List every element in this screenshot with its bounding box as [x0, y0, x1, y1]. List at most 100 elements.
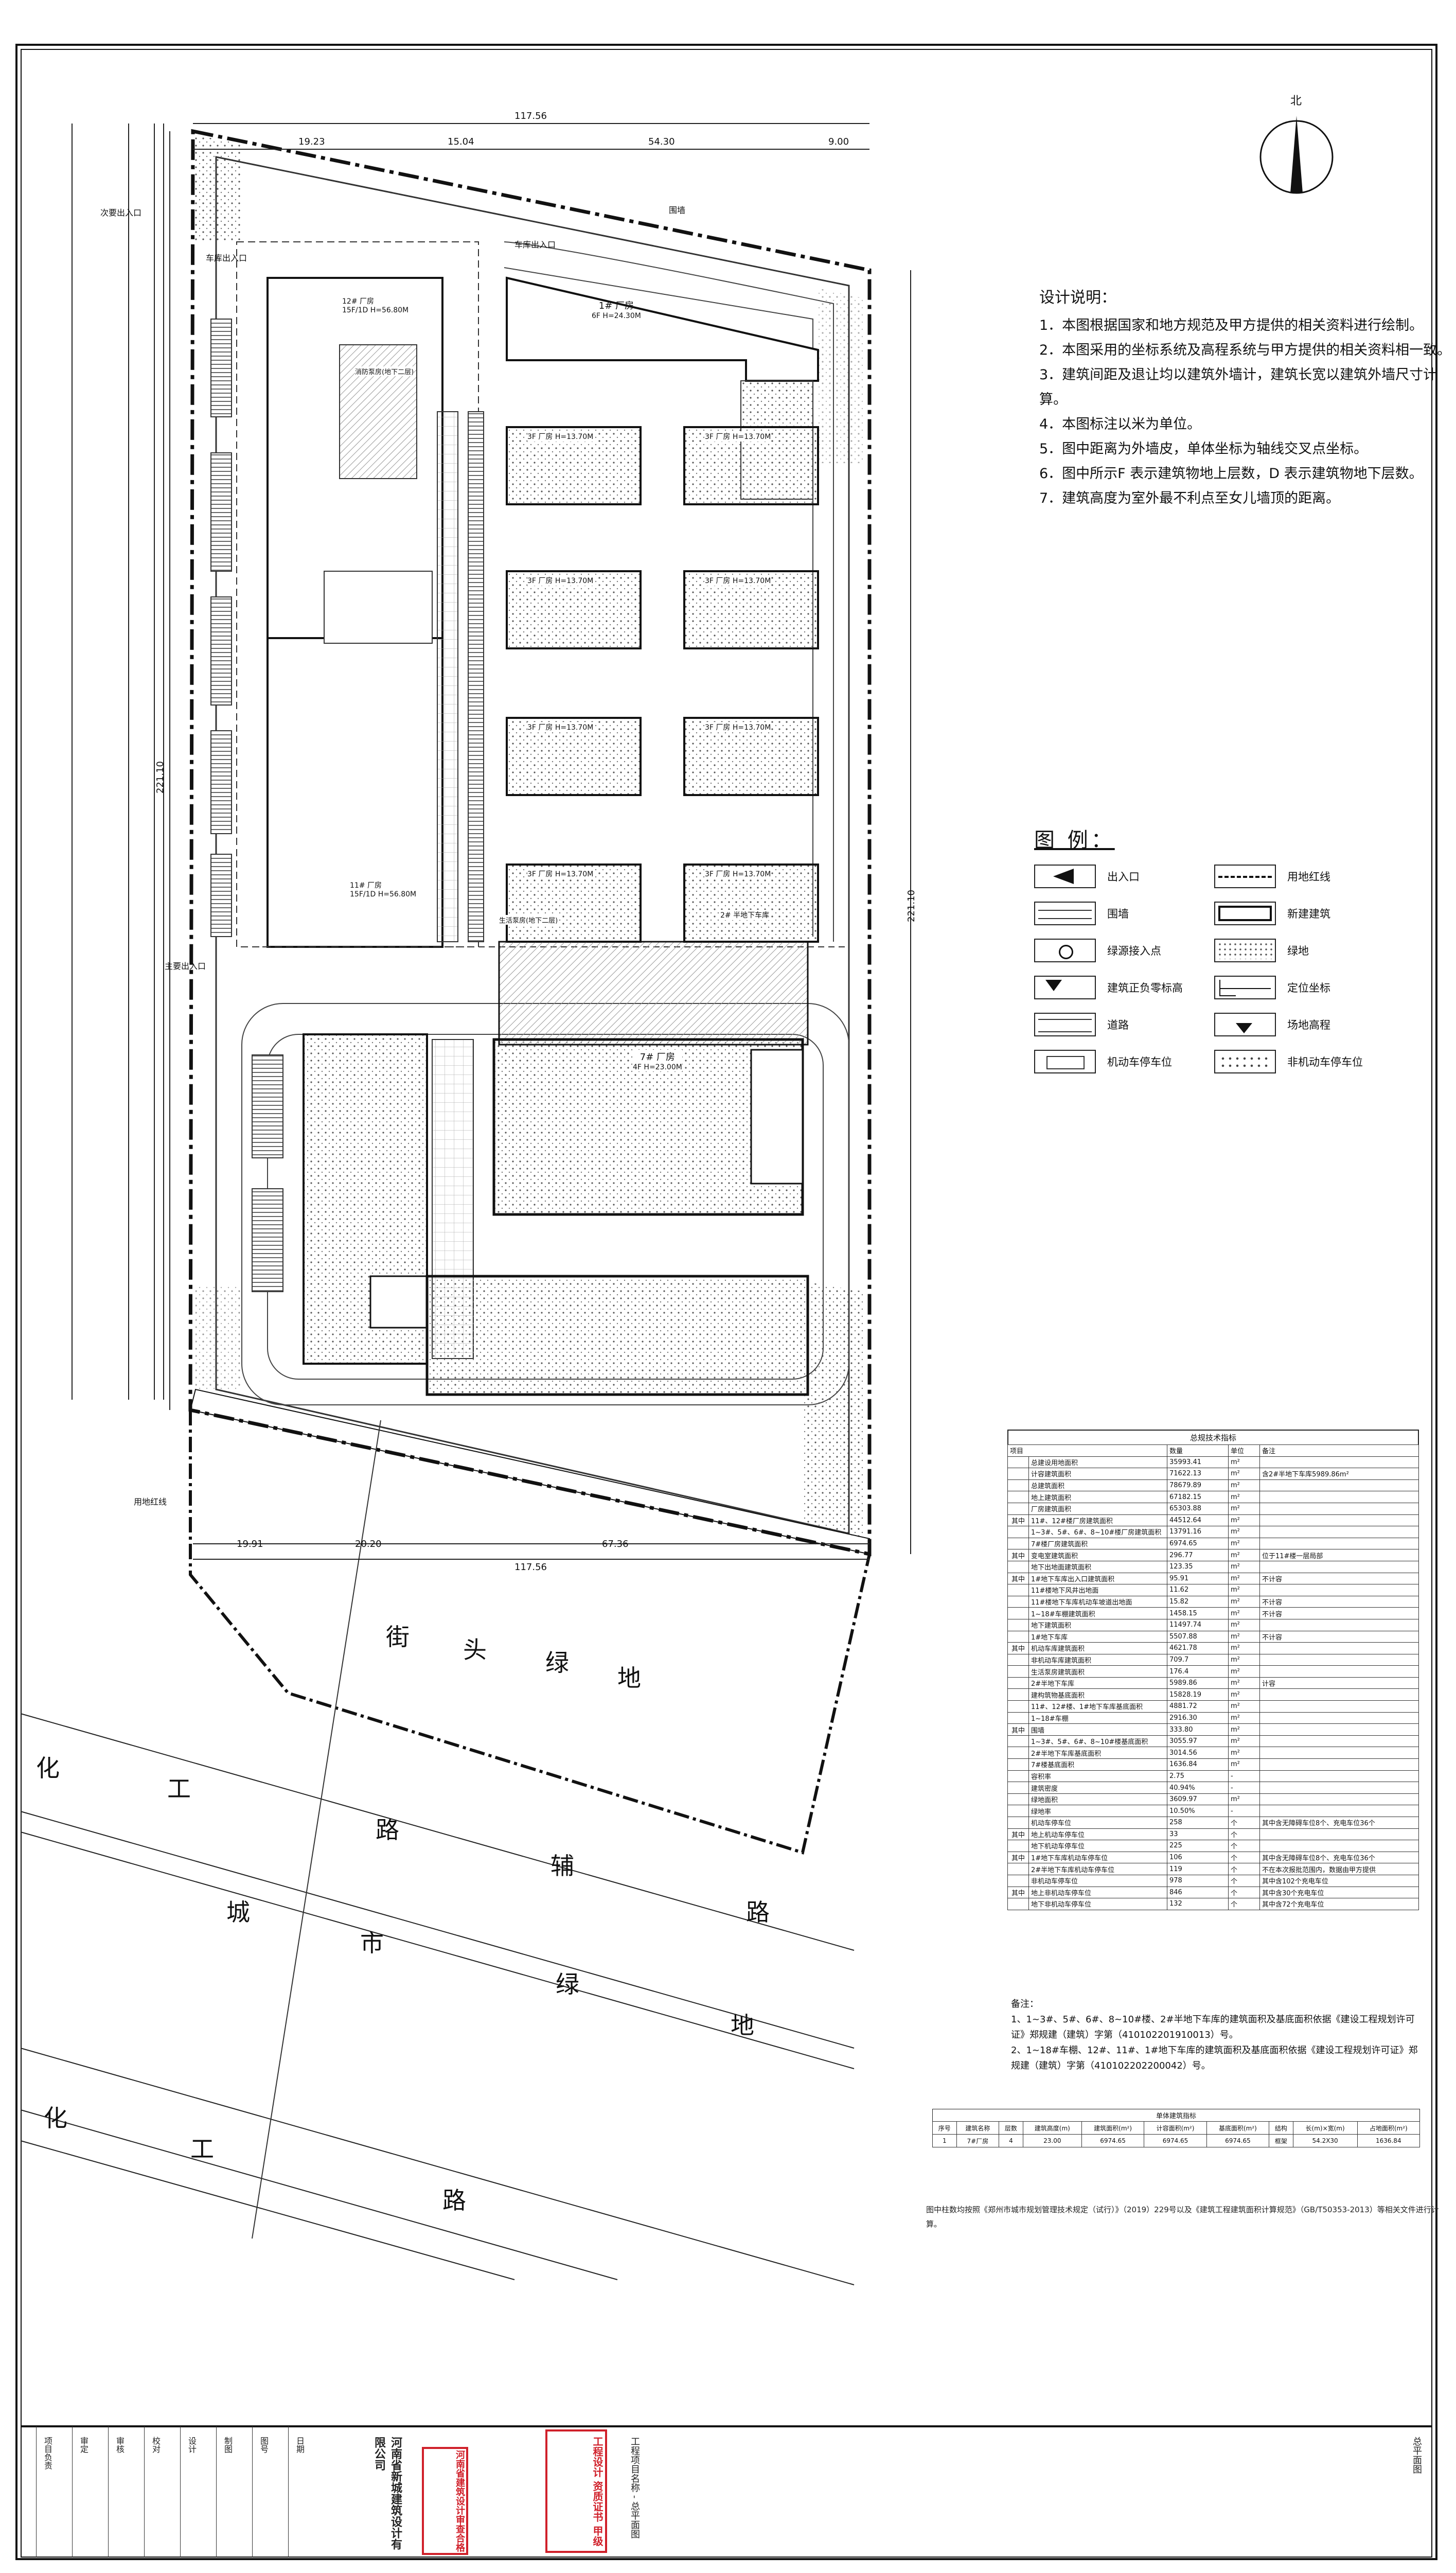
stats-cell-g: [1007, 1874, 1029, 1887]
stats-cell-value: 67182.15: [1167, 1491, 1229, 1503]
stats-cell-g: [1007, 1700, 1029, 1713]
stats-cell-g: [1007, 1491, 1029, 1503]
single-header-cell: 建筑面积(m²): [1081, 2121, 1145, 2135]
lower-parking: [252, 1054, 283, 1292]
legend-item: 机动车停车位: [1034, 1050, 1214, 1073]
stats-cell-note: [1259, 1688, 1419, 1701]
stats-cell-note: [1259, 1526, 1419, 1538]
car-parking-icon: [1034, 1050, 1096, 1073]
stats-cell-note: [1259, 1456, 1419, 1469]
stats-cell-value: 11497.74: [1167, 1618, 1229, 1631]
small-factory-label: 3F 厂房 H=13.70M: [527, 431, 594, 442]
stats-cell-unit: -: [1228, 1782, 1260, 1794]
dim-right: 221.10: [905, 890, 917, 922]
stats-cell-value: 4881.72: [1167, 1700, 1229, 1713]
stats-cell-g: [1007, 1782, 1029, 1794]
stats-cell-name: 地上建筑面积: [1028, 1491, 1167, 1503]
stats-cell-g: [1007, 1817, 1029, 1829]
design-note-6: 6．图中所示F 表示建筑物地上层数，D 表示建筑物地下层数。: [1039, 466, 1423, 482]
stats-cell-value: 95.91: [1167, 1572, 1229, 1585]
lower-building: [425, 1275, 809, 1396]
entrance-arrow-icon: [1034, 865, 1096, 888]
stats-cell-name: 1~18#车棚建筑面积: [1028, 1607, 1167, 1619]
stats-cell-value: 40.94%: [1167, 1782, 1229, 1794]
stats-cell-note: [1259, 1642, 1419, 1654]
stats-cell-unit: m²: [1228, 1688, 1260, 1701]
stats-cell-unit: m²: [1228, 1735, 1260, 1748]
stats-cell-g: [1007, 1688, 1029, 1701]
elevation-marker-icon: [1034, 976, 1096, 999]
title-block-divider: [252, 2426, 253, 2558]
stats-cell-note: 含2#半地下车库5989.86m²: [1259, 1468, 1419, 1480]
north-label: 北: [1290, 95, 1302, 108]
new-building-icon: [1214, 902, 1276, 925]
stats-cell-name: 厂房建筑面积: [1028, 1502, 1167, 1515]
wall-label: 围墙: [669, 205, 686, 215]
street-green-boundary: [189, 1410, 871, 1855]
survey-line: [252, 1420, 381, 2239]
stats-cell-value: 296.77: [1167, 1549, 1229, 1561]
single-header-cell: 序号: [932, 2121, 957, 2135]
stats-header-cell: 备注: [1259, 1444, 1419, 1457]
drawing-outer-frame: [15, 44, 1437, 2560]
stats-cell-value: 33: [1167, 1828, 1229, 1841]
stats-cell-unit: m²: [1228, 1502, 1260, 1515]
stats-cell-unit: m²: [1228, 1572, 1260, 1585]
design-notes-list: 1．本图根据国家和地方规范及甲方提供的相关资料进行绘制。2．本图采用的坐标系统及…: [1039, 313, 1456, 511]
legend-label: 定位坐标: [1287, 982, 1330, 994]
legend-item: 场地高程: [1214, 1013, 1394, 1036]
legend-label: 非机动车停车位: [1287, 1056, 1363, 1068]
single-table-header: 序号建筑名称层数建筑高度(m)建筑面积(m²)计容面积(m²)基底面积(m²)结…: [932, 2121, 1421, 2135]
dimension-lines: [169, 123, 911, 1560]
single-table-title: 单体建筑指标: [932, 2109, 1420, 2121]
gate-label-main: 主要出入口: [165, 961, 206, 971]
stats-cell-name: 11#、12#楼、1#地下车库基底面积: [1028, 1700, 1167, 1713]
stats-cell-g: [1007, 1618, 1029, 1631]
design-note-7: 7．建筑高度为室外最不利点至女儿墙顶的距离。: [1039, 490, 1340, 506]
stats-cell-note: [1259, 1502, 1419, 1515]
single-value-cell: 6974.65: [1081, 2134, 1145, 2147]
stats-cell-g: [1007, 1770, 1029, 1783]
stats-cell-name: 2#半地下车库机动车停车位: [1028, 1863, 1167, 1875]
stats-cell-note: [1259, 1758, 1419, 1771]
red-line-label: 用地红线: [134, 1497, 167, 1507]
title-block-label: 项目负责: [43, 2437, 52, 2470]
stats-cell-g: [1007, 1468, 1029, 1480]
stats-cell-note: 其中含无障碍车位8个、充电车位36个: [1259, 1851, 1419, 1864]
stats-cell-g: 其中: [1007, 1886, 1029, 1899]
stats-cell-value: 4621.78: [1167, 1642, 1229, 1654]
stats-cell-name: 地下非机动车停车位: [1028, 1898, 1167, 1910]
title-block-label: 审核: [115, 2437, 125, 2453]
stats-cell-value: 709.7: [1167, 1653, 1229, 1666]
drawing-inner-frame: [21, 49, 1432, 2426]
stats-cell-name: 总建设用地面积: [1028, 1456, 1167, 1469]
stats-cell-value: 35993.41: [1167, 1456, 1229, 1469]
gate-label-garage-a: 车库出入口: [206, 253, 247, 263]
left-road-lines: [72, 124, 164, 1400]
stats-cell-name: 容积率: [1028, 1770, 1167, 1783]
stats-cell-name: 地下机动车停车位: [1028, 1840, 1167, 1852]
stats-cell-note: 不计容: [1259, 1630, 1419, 1643]
stats-cell-value: 978: [1167, 1874, 1229, 1887]
stats-cell-name: 11#楼地下风井出地面: [1028, 1584, 1167, 1596]
single-table-grid: 序号建筑名称层数建筑高度(m)建筑面积(m²)计容面积(m²)基底面积(m²)结…: [932, 2121, 1421, 2147]
title-block-label: 图号: [259, 2437, 269, 2453]
legend-label: 用地红线: [1287, 871, 1330, 883]
